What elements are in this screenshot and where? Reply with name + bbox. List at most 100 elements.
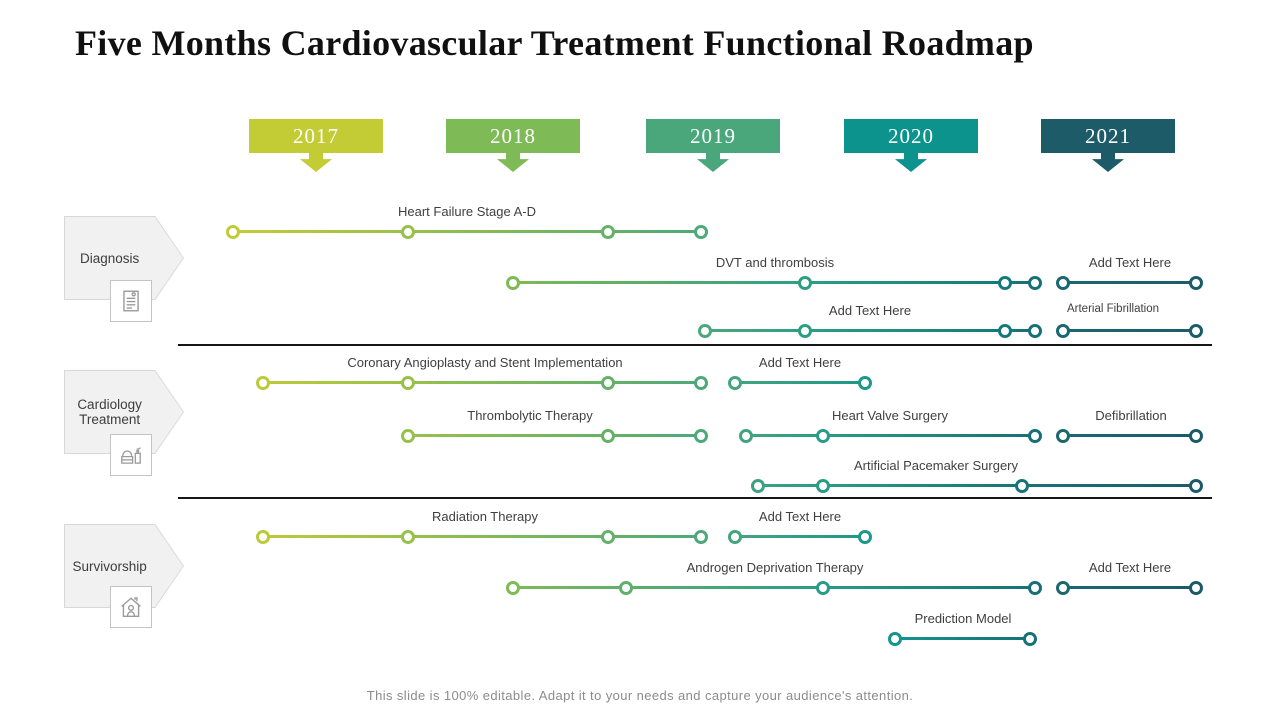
milestone-node: [1028, 276, 1042, 290]
timeline-segment: [408, 434, 608, 437]
milestone-node: [619, 581, 633, 595]
medical-kit-icon: [121, 447, 141, 464]
milestone-node: [728, 530, 742, 544]
milestone-node: [601, 429, 615, 443]
milestone-node: [816, 429, 830, 443]
year-banner-arrow: [895, 153, 927, 172]
milestone-node: [1189, 479, 1203, 493]
milestone-node: [816, 581, 830, 595]
timeline-segment: [823, 434, 1035, 437]
timeline-segment: [408, 230, 608, 233]
timeline-segment: [805, 281, 1005, 284]
milestone-label: Prediction Model: [914, 611, 1012, 626]
milestone-node: [694, 429, 708, 443]
milestone-label: Artificial Pacemaker Surgery: [854, 458, 1018, 473]
milestone-node: [816, 479, 830, 493]
timeline-segment: [1063, 281, 1196, 284]
milestone-node: [751, 479, 765, 493]
timeline-segment: [823, 484, 1022, 487]
timeline-segment: [1022, 484, 1196, 487]
timeline-segment: [408, 535, 608, 538]
milestone-node: [998, 324, 1012, 338]
milestone-node: [1056, 276, 1070, 290]
timeline-segment: [895, 637, 1030, 640]
milestone-node: [401, 530, 415, 544]
timeline-segment: [735, 381, 865, 384]
milestone-node: [601, 530, 615, 544]
year-banner: 2019: [646, 119, 780, 153]
milestone-label: Androgen Deprivation Therapy: [686, 560, 864, 575]
milestone-label: Defibrillation: [1095, 408, 1167, 423]
timeline-segment: [233, 230, 408, 233]
milestone-node: [1015, 479, 1029, 493]
timeline-segment: [805, 329, 1005, 332]
timeline-segment: [1005, 281, 1035, 284]
timeline-segment: [263, 535, 408, 538]
timeline-segment: [705, 329, 805, 332]
milestone-label: Coronary Angioplasty and Stent Implement…: [347, 355, 623, 370]
milestone-label: DVT and thrombosis: [715, 255, 835, 270]
milestone-label: Add Text Here: [758, 509, 842, 524]
milestone-label: Radiation Therapy: [432, 509, 538, 524]
milestone-node: [694, 530, 708, 544]
year-banner-arrow: [697, 153, 729, 172]
milestone-node: [401, 429, 415, 443]
timeline-segment: [758, 484, 823, 487]
milestone-node: [1056, 581, 1070, 595]
milestone-node: [858, 530, 872, 544]
milestone-node: [798, 276, 812, 290]
milestone-node: [226, 225, 240, 239]
milestone-node: [694, 376, 708, 390]
milestone-node: [256, 376, 270, 390]
milestone-node: [858, 376, 872, 390]
milestone-node: [694, 225, 708, 239]
milestone-label: Heart Failure Stage A-D: [397, 204, 537, 219]
year-banner: 2018: [446, 119, 580, 153]
timeline-segment: [735, 535, 865, 538]
milestone-node: [601, 225, 615, 239]
milestone-label: Heart Valve Surgery: [831, 408, 949, 423]
timeline-segment: [608, 381, 701, 384]
year-banner-arrow: [300, 153, 332, 172]
milestone-node: [1189, 429, 1203, 443]
milestone-node: [1189, 276, 1203, 290]
section-divider: [178, 344, 1212, 346]
milestone-node: [698, 324, 712, 338]
milestone-node: [1028, 429, 1042, 443]
milestone-node: [728, 376, 742, 390]
milestone-node: [1023, 632, 1037, 646]
milestone-node: [1028, 324, 1042, 338]
home-care-icon: [121, 597, 141, 618]
timeline-segment: [1063, 329, 1196, 332]
timeline-segment: [823, 586, 1035, 589]
milestone-node: [1189, 581, 1203, 595]
timeline-segment: [408, 381, 608, 384]
timeline-segment: [608, 434, 701, 437]
section-divider: [178, 497, 1212, 499]
section-label: Cardiology Treatment: [77, 397, 142, 427]
milestone-node: [401, 376, 415, 390]
milestone-node: [1189, 324, 1203, 338]
milestone-node: [506, 581, 520, 595]
milestone-node: [601, 376, 615, 390]
milestone-label: Thrombolytic Therapy: [467, 408, 593, 423]
timeline-segment: [1063, 434, 1196, 437]
milestone-node: [506, 276, 520, 290]
timeline-segment: [513, 281, 805, 284]
timeline-segment: [608, 535, 701, 538]
year-banner: 2020: [844, 119, 978, 153]
year-banner-arrow: [1092, 153, 1124, 172]
timeline-segment: [1063, 586, 1196, 589]
year-banner: 2017: [249, 119, 383, 153]
milestone-label: Add Text Here: [1088, 255, 1172, 270]
section-icon-box: [110, 586, 152, 628]
milestone-node: [998, 276, 1012, 290]
report-icon: [123, 290, 139, 312]
milestone-node: [1056, 324, 1070, 338]
section-arrow-diagnosis: Diagnosis: [64, 216, 184, 300]
page-title: Five Months Cardiovascular Treatment Fun…: [75, 23, 1034, 63]
milestone-label: Add Text Here: [828, 303, 912, 318]
milestone-node: [256, 530, 270, 544]
milestone-label: Add Text Here: [758, 355, 842, 370]
timeline-segment: [746, 434, 823, 437]
